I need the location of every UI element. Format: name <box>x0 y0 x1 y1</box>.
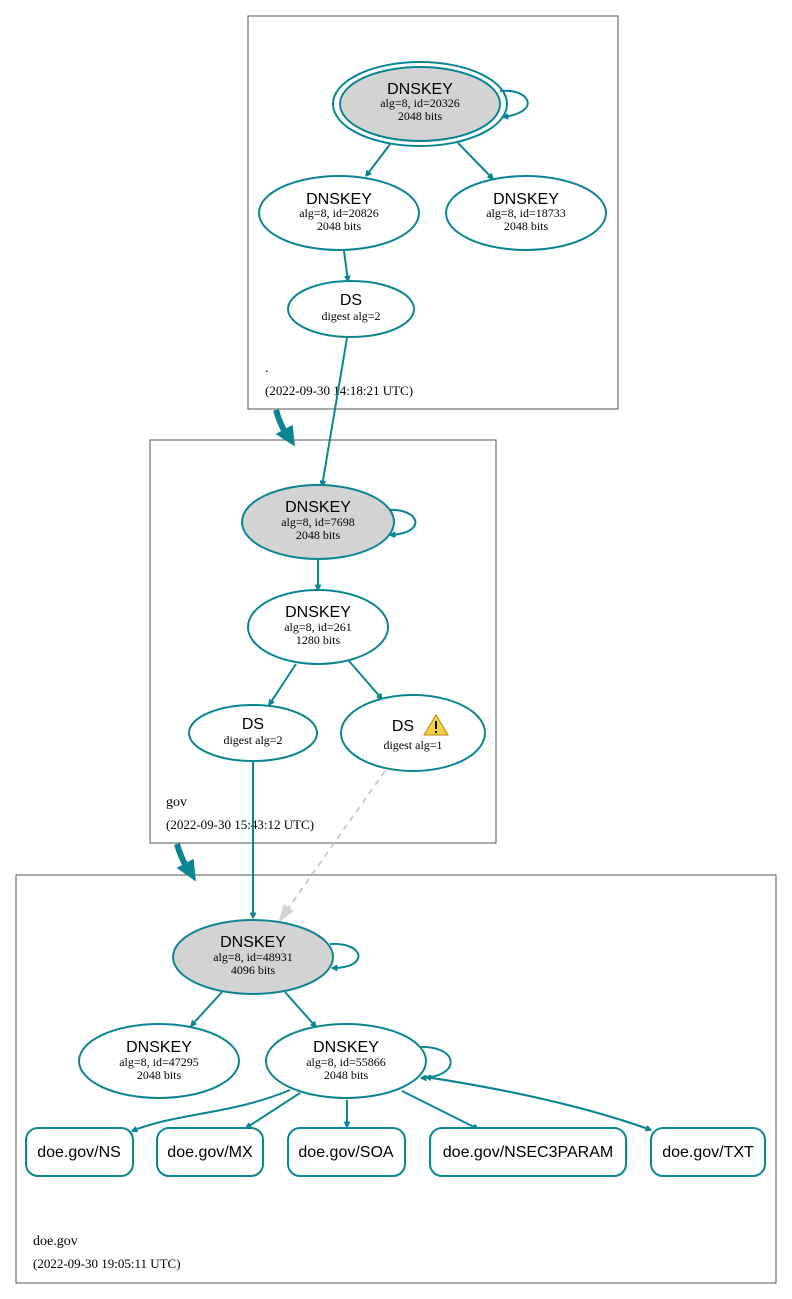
node-title: DNSKEY <box>387 81 453 98</box>
edge-root-ksk-zsk2 <box>457 142 493 179</box>
node-alg: alg=8, id=261 <box>284 620 352 634</box>
zone-doe-time: (2022-09-30 19:05:11 UTC) <box>33 1256 181 1271</box>
edge-doe-key2-mx <box>246 1092 301 1128</box>
node-gov-ds1[interactable]: DS digest alg=1 <box>340 694 486 772</box>
node-title: DNSKEY <box>126 1039 192 1056</box>
node-bits: 2048 bits <box>504 219 549 233</box>
node-doe-ksk[interactable]: DNSKEY alg=8, id=48931 4096 bits <box>172 919 334 995</box>
edge-doe-key2-txt <box>425 1076 651 1130</box>
node-root-ksk[interactable]: DNSKEY alg=8, id=20326 2048 bits <box>332 61 508 147</box>
rrset-ns[interactable]: doe.gov/NS <box>25 1127 134 1177</box>
node-title: DNSKEY <box>285 604 351 621</box>
node-bits: 2048 bits <box>398 109 443 123</box>
node-root-ds[interactable]: DS digest alg=2 <box>287 280 415 338</box>
edge-doe-key2-nsec3param <box>401 1090 478 1130</box>
edge-gov-zsk-ds1 <box>348 660 382 699</box>
zone-root-box <box>247 15 619 410</box>
node-alg: alg=8, id=18733 <box>486 206 566 220</box>
node-title: DNSKEY <box>285 499 351 516</box>
rrset-mx[interactable]: doe.gov/MX <box>156 1127 264 1177</box>
node-bits: 4096 bits <box>231 963 276 977</box>
edge-doe-ksk-key2 <box>284 991 316 1027</box>
zone-root-name: . <box>265 361 269 376</box>
node-root-zsk1[interactable]: DNSKEY alg=8, id=20826 2048 bits <box>258 175 420 251</box>
rrset-txt[interactable]: doe.gov/TXT <box>650 1127 766 1177</box>
warning-icon <box>423 714 449 736</box>
node-bits: 2048 bits <box>137 1068 182 1082</box>
node-bits: 2048 bits <box>296 528 341 542</box>
zone-gov-name: gov <box>166 795 187 810</box>
node-title: DNSKEY <box>313 1039 379 1056</box>
node-title: DNSKEY <box>306 191 372 208</box>
edge-gov-ksk-self <box>387 508 417 535</box>
zone-gov-box <box>149 439 497 844</box>
node-title: DS <box>242 716 264 733</box>
edge-doe-ksk-key1 <box>191 991 223 1026</box>
edge-root-ds-gov-ksk <box>322 337 348 486</box>
rrset-label: doe.gov/TXT <box>662 1144 754 1161</box>
node-alg: alg=8, id=20326 <box>380 96 460 110</box>
edge-doe-key2-self <box>417 1045 452 1078</box>
edge-root-zsk1-ds <box>343 250 348 281</box>
edge-root-ksk-zsk1 <box>366 142 392 176</box>
rrset-label: doe.gov/NS <box>37 1144 121 1161</box>
zone-doe-name: doe.gov <box>33 1234 78 1249</box>
rrset-label: doe.gov/NSEC3PARAM <box>443 1144 613 1161</box>
edge-gov-zsk-ds2 <box>269 663 297 705</box>
node-digest: digest alg=1 <box>383 738 442 752</box>
node-bits: 2048 bits <box>324 1068 369 1082</box>
node-gov-zsk[interactable]: DNSKEY alg=8, id=261 1280 bits <box>247 589 389 665</box>
node-doe-key1[interactable]: DNSKEY alg=8, id=47295 2048 bits <box>78 1023 240 1099</box>
edge-root-ksk-self <box>499 89 529 117</box>
node-root-zsk2[interactable]: DNSKEY alg=8, id=18733 2048 bits <box>445 175 607 251</box>
delegation-arrow-gov-doe <box>174 843 196 882</box>
edge-doe-ksk-self <box>329 942 360 968</box>
node-digest: digest alg=2 <box>321 309 380 323</box>
edge-doe-key2-ns <box>132 1089 291 1131</box>
rrset-soa[interactable]: doe.gov/SOA <box>287 1127 406 1177</box>
node-title: DNSKEY <box>220 934 286 951</box>
rrset-nsec3param[interactable]: doe.gov/NSEC3PARAM <box>429 1127 627 1177</box>
edge-doe-txt-key2 <box>426 1077 652 1131</box>
node-gov-ksk[interactable]: DNSKEY alg=8, id=7698 2048 bits <box>241 484 395 560</box>
node-bits: 2048 bits <box>317 219 362 233</box>
node-alg: alg=8, id=48931 <box>213 950 293 964</box>
node-gov-ds2[interactable]: DS digest alg=2 <box>188 704 318 762</box>
node-title: DNSKEY <box>493 191 559 208</box>
rrset-label: doe.gov/SOA <box>298 1144 394 1161</box>
node-alg: alg=8, id=55866 <box>306 1055 386 1069</box>
node-doe-key2[interactable]: DNSKEY alg=8, id=55866 2048 bits <box>265 1023 427 1099</box>
node-alg: alg=8, id=7698 <box>281 515 355 529</box>
delegation-arrow-root-gov <box>273 409 295 447</box>
zone-doe-box <box>15 874 777 1284</box>
node-title: DS <box>392 718 414 735</box>
node-alg: alg=8, id=20826 <box>299 206 379 220</box>
edge-gov-ds1-doe-ksk-dashed <box>278 770 386 924</box>
node-title: DS <box>340 292 362 309</box>
node-bits: 1280 bits <box>296 633 341 647</box>
rrset-label: doe.gov/MX <box>167 1144 253 1161</box>
node-digest: digest alg=2 <box>223 733 282 747</box>
node-alg: alg=8, id=47295 <box>119 1055 199 1069</box>
zone-gov-time: (2022-09-30 15:43:12 UTC) <box>166 817 314 832</box>
